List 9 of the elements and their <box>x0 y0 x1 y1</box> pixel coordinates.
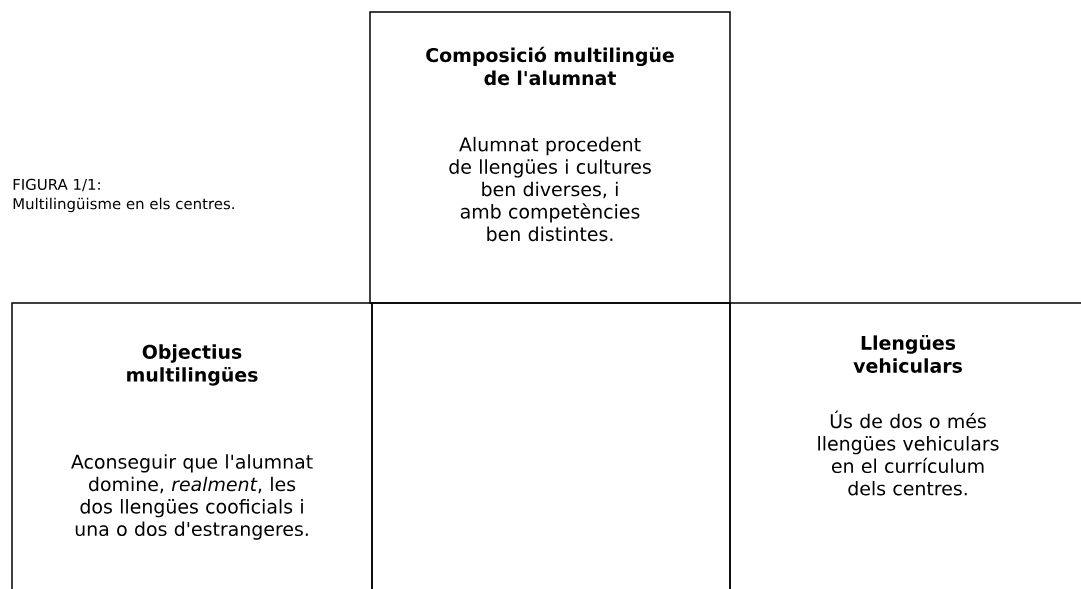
box-heading: Llengües vehiculars <box>853 335 962 373</box>
content-box <box>371 302 731 589</box>
box-heading: Objectius multilingües <box>127 344 258 386</box>
box-text: Aconseguir que l'alumnat domine, realment, les dos llengües cooficials i una o dos d'estrangeres. <box>71 454 313 540</box>
caption-text: FIGURA 1/1: <box>13 178 100 192</box>
box-text: Alumnat procedent de llengües i cultures ben diverses, i amb competències ben distintes. <box>449 136 651 242</box>
box-text: Ús de dos o més llengües vehiculars en el currículum dels centres. <box>818 410 999 496</box>
box-heading: Composició multilingüe de l'alumnat <box>426 46 674 86</box>
caption-text: Multilingüisme en els centres. <box>13 197 234 213</box>
